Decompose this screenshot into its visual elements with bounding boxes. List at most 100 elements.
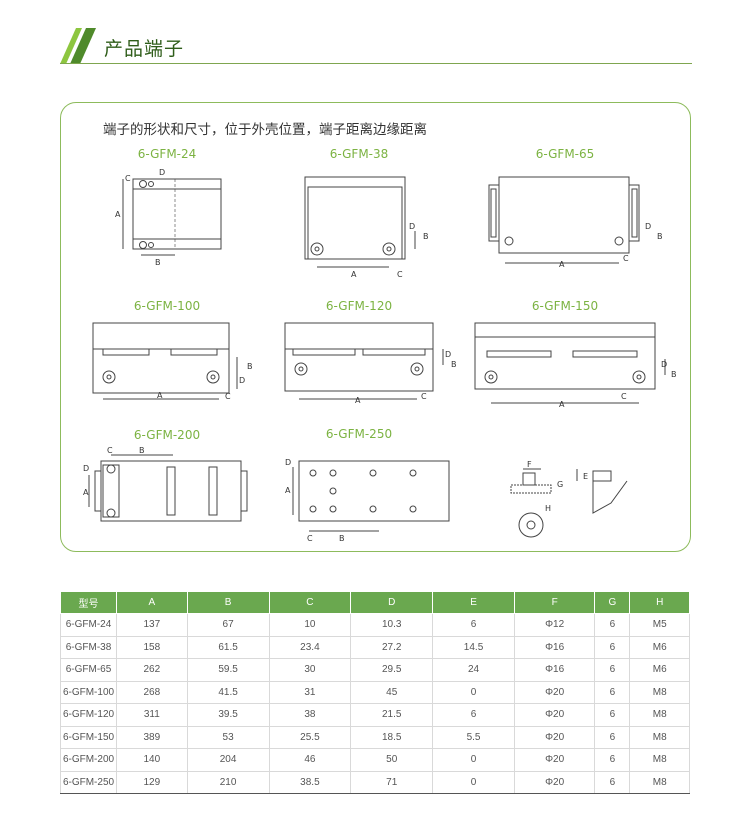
dim-d: D [409, 222, 415, 231]
dim-a: A [559, 400, 565, 409]
value-cell: M5 [629, 613, 690, 637]
value-cell: 6 [594, 613, 631, 637]
value-cell: Φ20 [513, 680, 596, 704]
value-cell: 6 [594, 635, 631, 659]
dim-e: E [583, 472, 588, 481]
dim-a: A [83, 488, 89, 497]
dim-c: C [621, 392, 627, 401]
value-cell: 0 [432, 680, 515, 704]
dim-a: A [355, 396, 361, 405]
dim-d: D [285, 458, 291, 467]
value-cell: 5.5 [432, 725, 515, 749]
dim-h: H [545, 504, 551, 513]
dim-d: D [159, 169, 165, 177]
dim-a: A [115, 210, 121, 219]
value-cell: 158 [116, 635, 188, 659]
value-cell: Φ20 [513, 748, 596, 772]
drawing-6gfm-100: A C D B [92, 322, 253, 401]
value-cell: M8 [629, 770, 690, 794]
model-cell: 6-GFM-65 [60, 658, 117, 682]
dim-d: D [645, 222, 651, 231]
col-header: F [513, 591, 596, 614]
value-cell: 6 [432, 703, 515, 727]
value-cell: 38.5 [268, 770, 352, 794]
value-cell: 41.5 [186, 680, 270, 704]
model-label-65: 6-GFM-65 [535, 147, 595, 161]
panel-description: 端子的形状和尺寸，位于外壳位置，端子距离边缘距离 [103, 122, 427, 138]
stripe-logo-icon [60, 28, 96, 64]
drawing-6gfm-65: A C D B [488, 176, 663, 269]
model-cell: 6-GFM-200 [60, 748, 117, 772]
value-cell: 21.5 [350, 703, 434, 727]
value-cell: 6 [594, 770, 631, 794]
value-cell: 39.5 [186, 703, 270, 727]
drawing-6gfm-24: A B C D [115, 169, 222, 267]
value-cell: Φ20 [513, 725, 596, 749]
dim-g: G [557, 480, 563, 489]
dim-b: B [451, 360, 457, 369]
col-header: A [116, 591, 188, 614]
value-cell: Φ16 [513, 635, 596, 659]
dim-c: C [421, 392, 427, 401]
value-cell: 129 [116, 770, 188, 794]
value-cell: Φ12 [513, 613, 596, 637]
value-cell: Φ20 [513, 770, 596, 794]
value-cell: M8 [629, 748, 690, 772]
dim-a: A [157, 391, 163, 400]
drawing-terminal-detail: F G H E [510, 460, 628, 538]
value-cell: 268 [116, 680, 188, 704]
dim-b: B [671, 370, 677, 379]
header-divider [60, 63, 692, 64]
value-cell: 59.5 [186, 658, 270, 682]
model-cell: 6-GFM-38 [60, 635, 117, 659]
dim-b: B [657, 232, 663, 241]
dim-d: D [661, 360, 667, 369]
value-cell: Φ20 [513, 703, 596, 727]
value-cell: 0 [432, 770, 515, 794]
col-header: D [350, 591, 434, 614]
value-cell: M8 [629, 725, 690, 749]
drawing-6gfm-200: A B C D [83, 446, 248, 522]
col-header: B [186, 591, 270, 614]
value-cell: 137 [116, 613, 188, 637]
section-title: 产品端子 [104, 38, 185, 60]
value-cell: 38 [268, 703, 352, 727]
model-cell: 6-GFM-24 [60, 613, 117, 637]
model-cell: 6-GFM-120 [60, 703, 117, 727]
col-header: C [268, 591, 352, 614]
model-label-120: 6-GFM-120 [325, 299, 393, 313]
value-cell: 0 [432, 748, 515, 772]
col-header: 型号 [60, 591, 117, 614]
value-cell: 46 [268, 748, 352, 772]
value-cell: 18.5 [350, 725, 434, 749]
dim-c: C [225, 392, 231, 401]
dim-a: A [285, 486, 291, 495]
dim-b: B [139, 446, 145, 455]
col-header: H [629, 591, 690, 614]
table-header-row: 型号 A B C D E F G H [60, 591, 690, 614]
model-cell: 6-GFM-100 [60, 680, 117, 704]
dim-c: C [125, 174, 131, 183]
dim-b: B [339, 534, 345, 543]
value-cell: 53 [186, 725, 270, 749]
model-label-150: 6-GFM-150 [531, 299, 599, 313]
value-cell: 262 [116, 658, 188, 682]
dim-c: C [107, 446, 113, 455]
dim-d: D [83, 464, 89, 473]
dim-a: A [559, 260, 565, 269]
value-cell: 50 [350, 748, 434, 772]
model-label-200: 6-GFM-200 [133, 428, 201, 442]
value-cell: 31 [268, 680, 352, 704]
value-cell: 6 [594, 680, 631, 704]
drawing-6gfm-38: A C D B [304, 176, 429, 279]
value-cell: 389 [116, 725, 188, 749]
value-cell: 24 [432, 658, 515, 682]
value-cell: 30 [268, 658, 352, 682]
